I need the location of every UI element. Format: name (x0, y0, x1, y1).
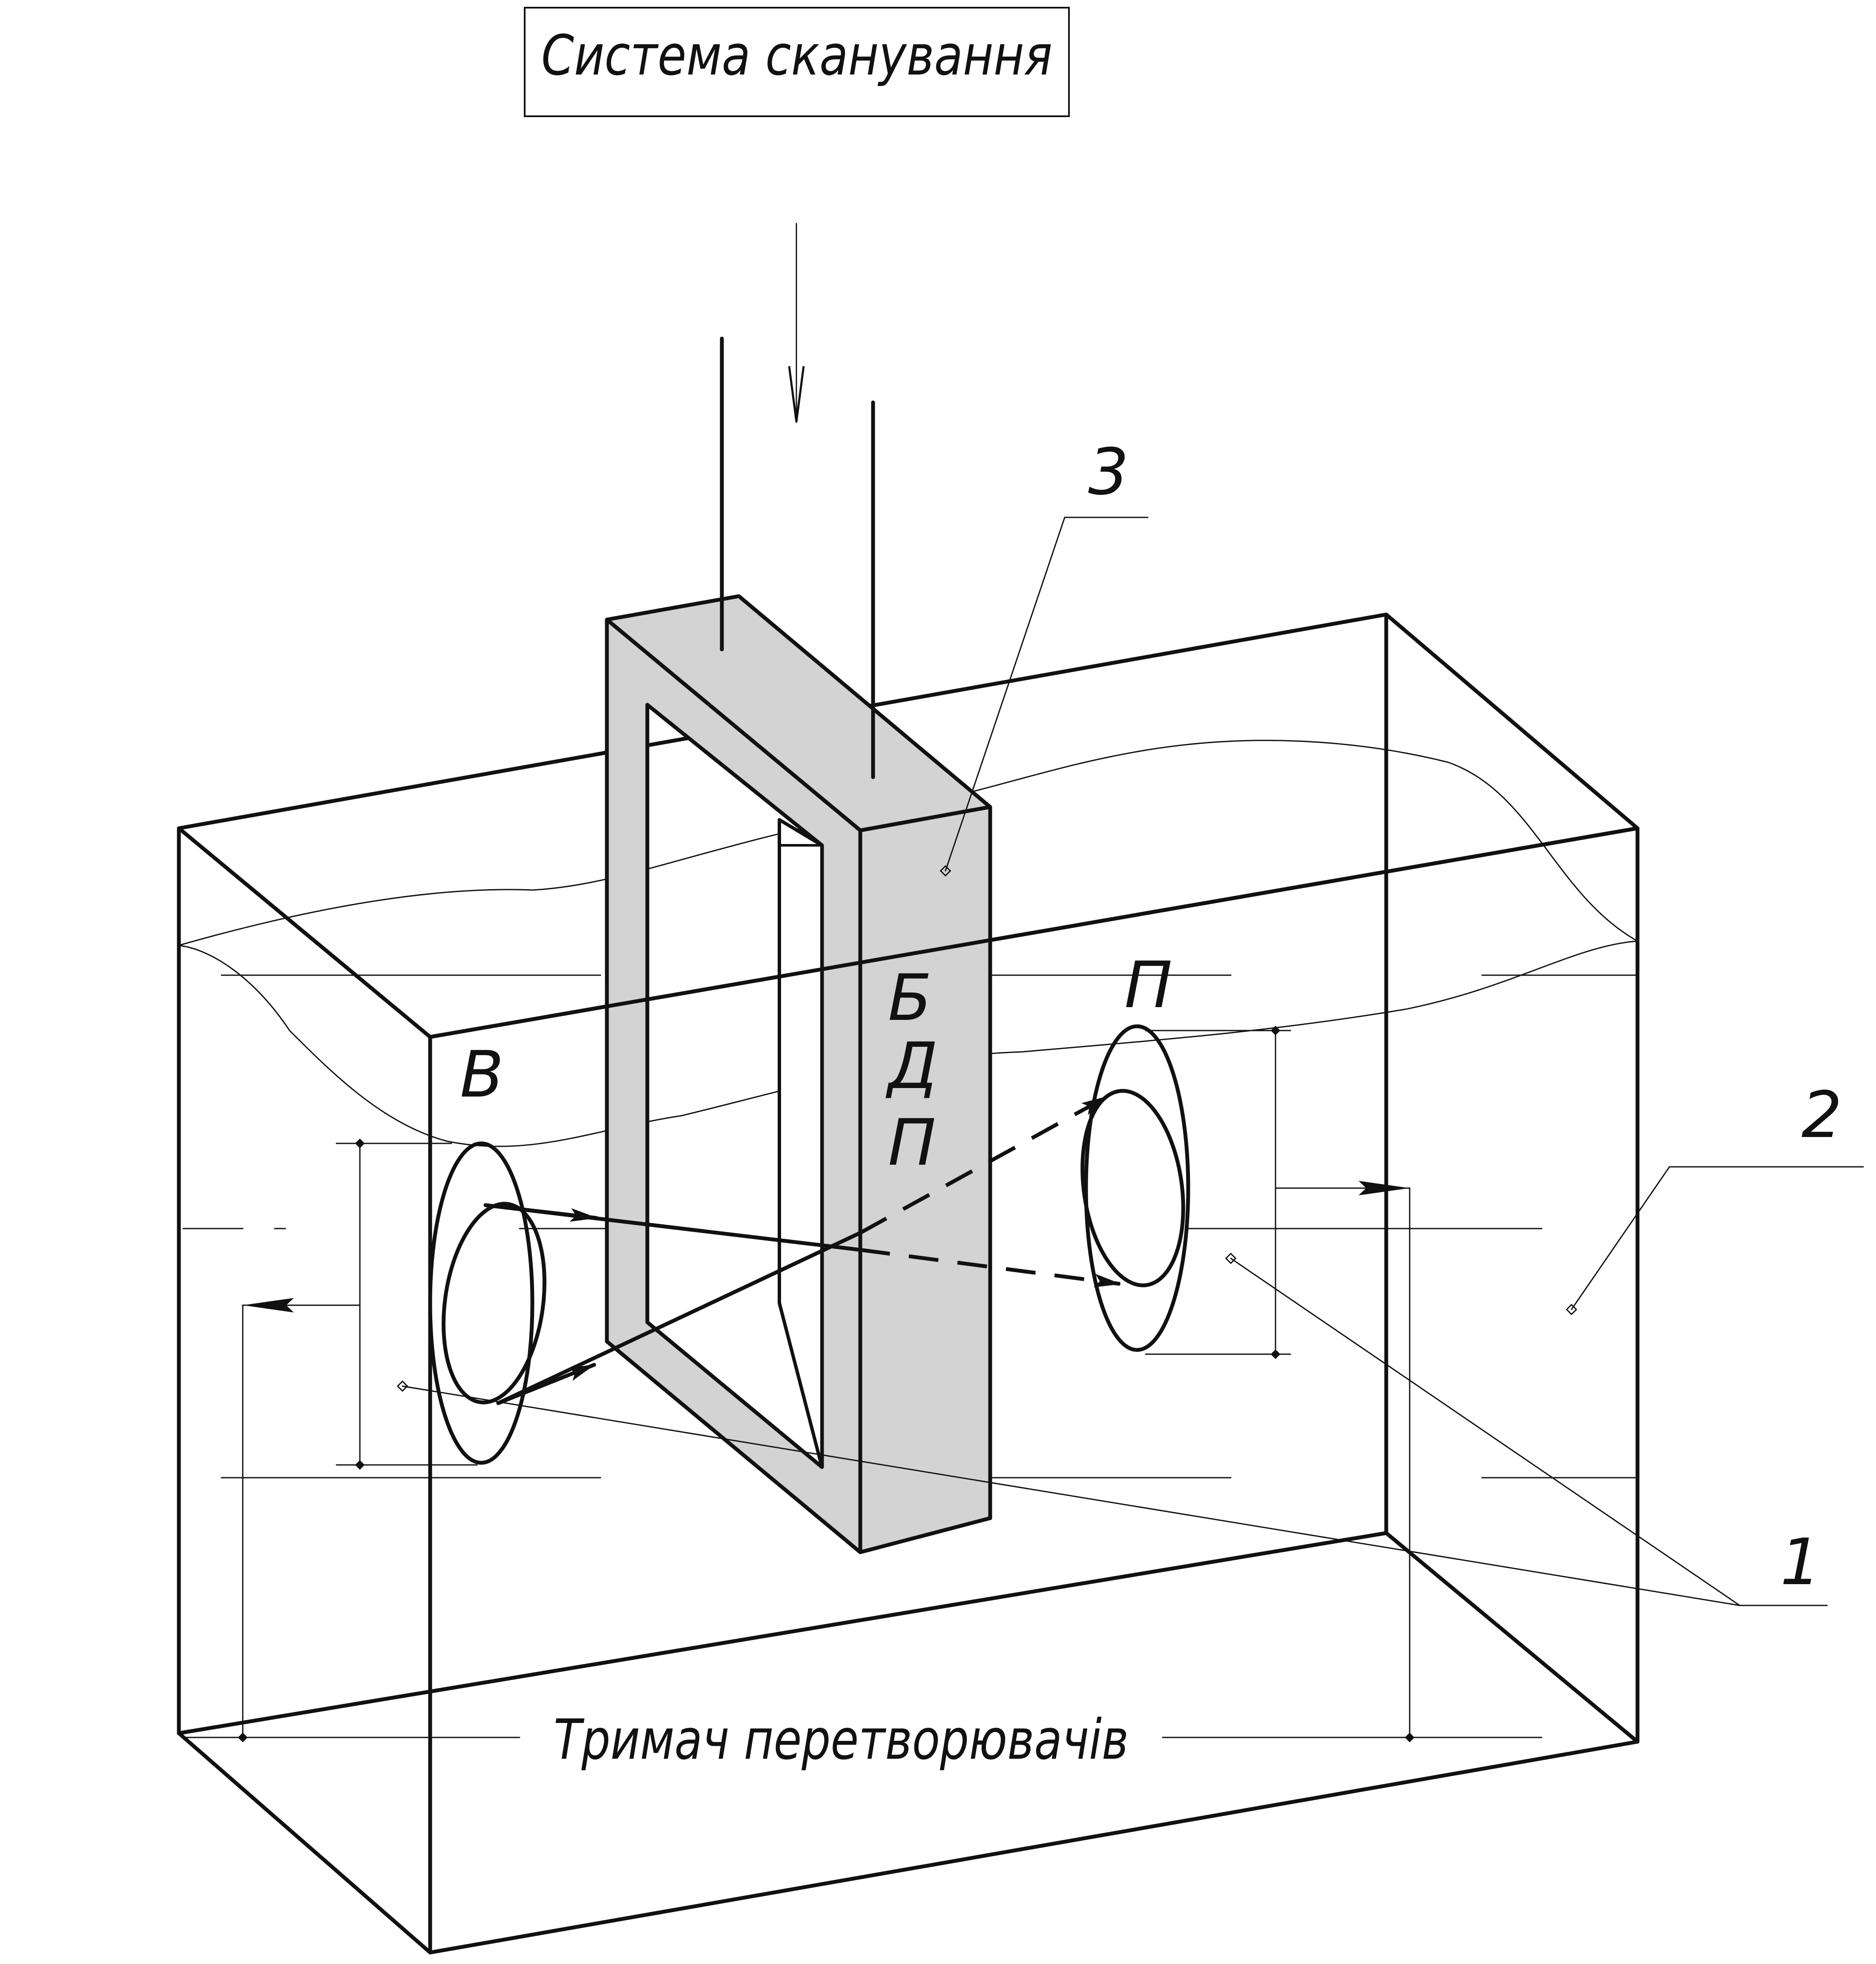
leader-lines (396, 517, 1864, 1606)
label-ref-3: 3 (1088, 435, 1129, 509)
receiver-transducer (1080, 1024, 1190, 1352)
label-block-p: П (888, 1106, 936, 1180)
tank-front-edge (428, 826, 1640, 1039)
title-text: Система сканування (541, 23, 1052, 88)
center-lines (182, 974, 1638, 1479)
emitter-transducer (428, 1141, 546, 1465)
scanning-frame (605, 594, 992, 1554)
label-block-d: Д (885, 1029, 938, 1103)
dimension-lines (336, 1025, 1291, 1470)
label-receiver: П (1124, 948, 1172, 1022)
frame-rods (720, 336, 875, 779)
label-ref-1: 1 (1780, 1525, 1821, 1599)
holder-links (182, 1181, 1543, 1743)
label-emitter: В (460, 1038, 504, 1112)
label-ref-2: 2 (1801, 1078, 1842, 1152)
scan-direction-arrow (788, 223, 805, 423)
title-box: Система сканування (524, 7, 1070, 117)
beam-rays (483, 1095, 1122, 1405)
label-holder: Тримач перетворювачів (554, 1707, 1129, 1772)
label-block-b: Б (888, 961, 932, 1035)
